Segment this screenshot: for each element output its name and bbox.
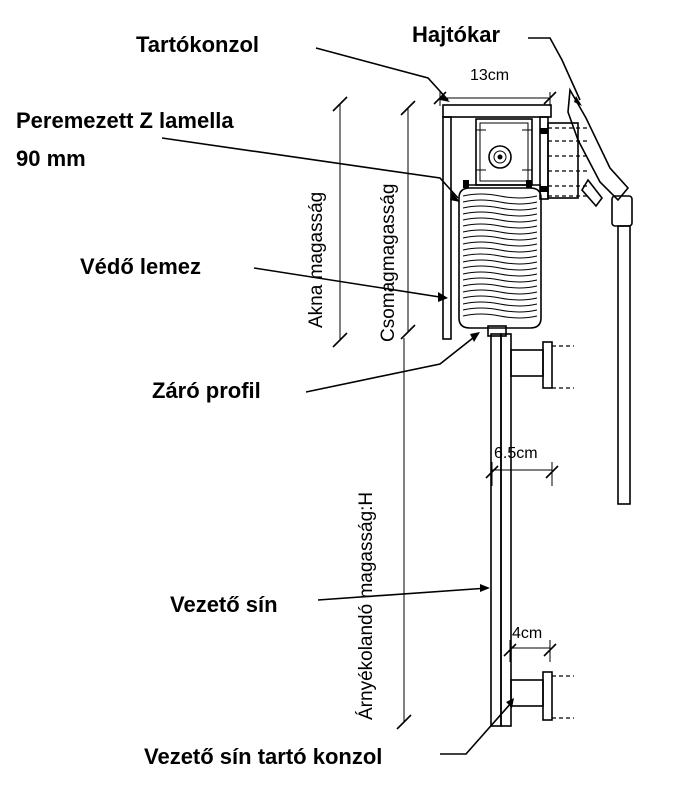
label-vezeto-sin-tarto-konzol: Vezető sín tartó konzol [144, 744, 382, 769]
lamella-coil-line [462, 307, 538, 313]
lamella-coil-line [462, 229, 538, 235]
lamella-roll [458, 187, 542, 337]
guide-rail-shape [490, 333, 512, 727]
closing-profile-shape [487, 325, 507, 337]
lamella-coil-line [462, 193, 538, 199]
lamella-coil-line [462, 205, 538, 211]
lamella-coil-line [462, 265, 538, 271]
lamella-coil-line [462, 301, 538, 307]
label-zaro-profil: Záró profil [152, 378, 261, 403]
dim-box-width: 13cm [470, 67, 509, 84]
housing [442, 104, 552, 340]
label-hajtokar: Hajtókar [412, 22, 500, 47]
lamella-coil-line [462, 295, 538, 301]
crank-handle-shape [567, 87, 633, 505]
lamella-coil-line [462, 235, 538, 241]
lamella-coil-line [462, 241, 538, 247]
label-vezeto-sin: Vezető sín [170, 592, 278, 617]
dim-csomagmagassag: Csomagmagasság [378, 184, 399, 342]
label-lamella-line2: 90 mm [16, 146, 86, 171]
dim-arnyekolando-magassag: Árnyékolandó magasság:H [356, 492, 377, 720]
dimension-lines [332, 91, 559, 730]
rail-bracket-middle [510, 341, 574, 389]
rail-bracket-bottom [510, 671, 574, 721]
lamella-coil-line [462, 277, 538, 283]
lamella-coil-line [462, 283, 538, 289]
lamella-coil-line [462, 247, 538, 253]
lamella-coil-line [462, 223, 538, 229]
leader-lines [161, 37, 582, 755]
lamella-coil-line [462, 199, 538, 205]
dim-akna-magassag: Akna magasság [306, 192, 327, 328]
lamella-coil-line [462, 217, 538, 223]
lamella-coil-line [462, 313, 538, 319]
lamella-coil-line [462, 211, 538, 217]
label-lamella-line1: Peremezett Z lamella [16, 108, 234, 133]
lamella-coil-line [462, 259, 538, 265]
label-tartokonzol: Tartókonzol [136, 32, 259, 57]
dim-bracket-width: 4cm [512, 625, 542, 642]
wall-anchors-top [540, 122, 588, 199]
dim-rail-width: 6.5cm [494, 445, 538, 462]
lamella-coil-line [462, 271, 538, 277]
protective-plate-shape [442, 116, 452, 340]
label-vedo-lemez: Védő lemez [80, 254, 201, 279]
lamella-coil-line [462, 289, 538, 295]
lamella-coil-line [462, 253, 538, 259]
